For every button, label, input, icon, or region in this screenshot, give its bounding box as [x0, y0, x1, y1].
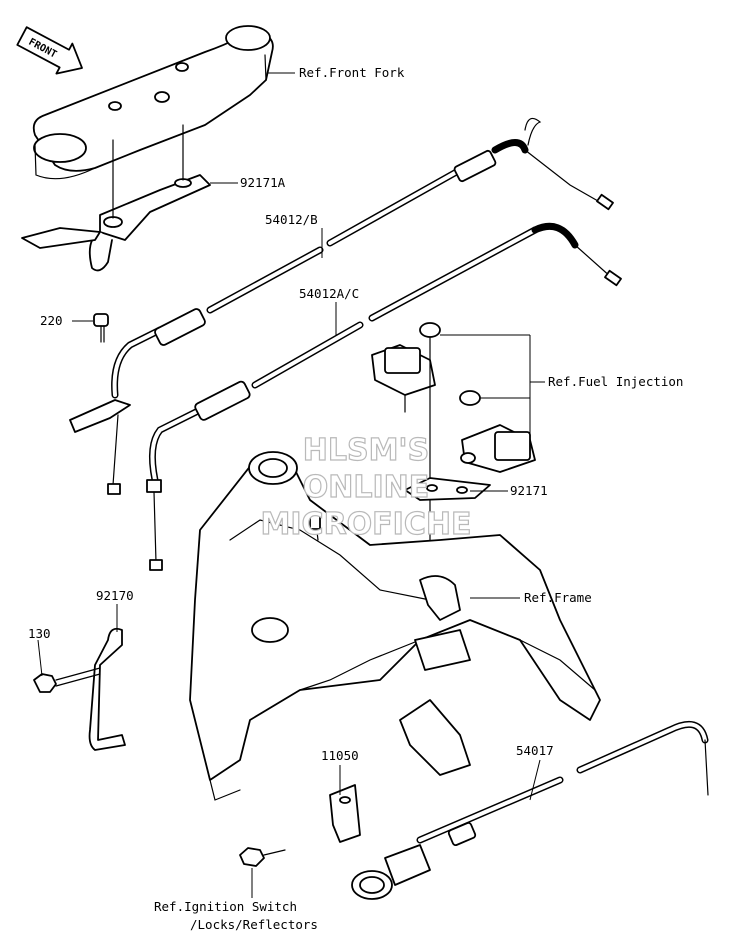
cable-54017	[351, 720, 709, 900]
upper-fork-bracket	[32, 25, 274, 180]
cable-54012AC	[146, 222, 622, 571]
watermark-line-2: ONLINE	[303, 470, 430, 505]
label-92170: 92170	[96, 588, 134, 603]
label-92171A: 92171A	[240, 175, 286, 190]
label-11050: 11050	[321, 748, 359, 763]
label-54012AC: 54012A/C	[299, 286, 359, 301]
watermark-line-1: HLSM'S	[303, 433, 429, 468]
label-220: 220	[40, 313, 63, 328]
frame	[189, 451, 601, 801]
fuel-injection-sensors	[371, 322, 545, 661]
label-130: 130	[28, 626, 51, 641]
bracket-92171A	[21, 124, 211, 272]
label-ref-fuel-injection: Ref.Fuel Injection	[548, 374, 683, 389]
front-arrow-icon: FRONT	[16, 26, 83, 75]
bolt-130	[33, 667, 101, 693]
label-92171: 92171	[510, 483, 548, 498]
label-ref-frame: Ref.Frame	[524, 590, 592, 605]
screw-ignition-bracket	[239, 847, 286, 867]
label-54012B: 54012/B	[265, 212, 318, 227]
label-ref-ignition-line-2: /Locks/Reflectors	[190, 917, 318, 932]
cable-54012B	[69, 117, 614, 495]
bracket-92170	[88, 627, 126, 751]
leader-lines	[37, 72, 541, 898]
bracket-11050	[329, 784, 361, 843]
watermark: HLSM'S ONLINE MICROFICHE	[260, 432, 472, 542]
screw-220	[93, 313, 109, 343]
watermark-line-3: MICROFICHE	[261, 507, 472, 542]
label-ref-ignition-line-1: Ref.Ignition Switch	[154, 899, 297, 914]
label-ref-front-fork: Ref.Front Fork	[299, 65, 405, 80]
label-54017: 54017	[516, 743, 554, 758]
